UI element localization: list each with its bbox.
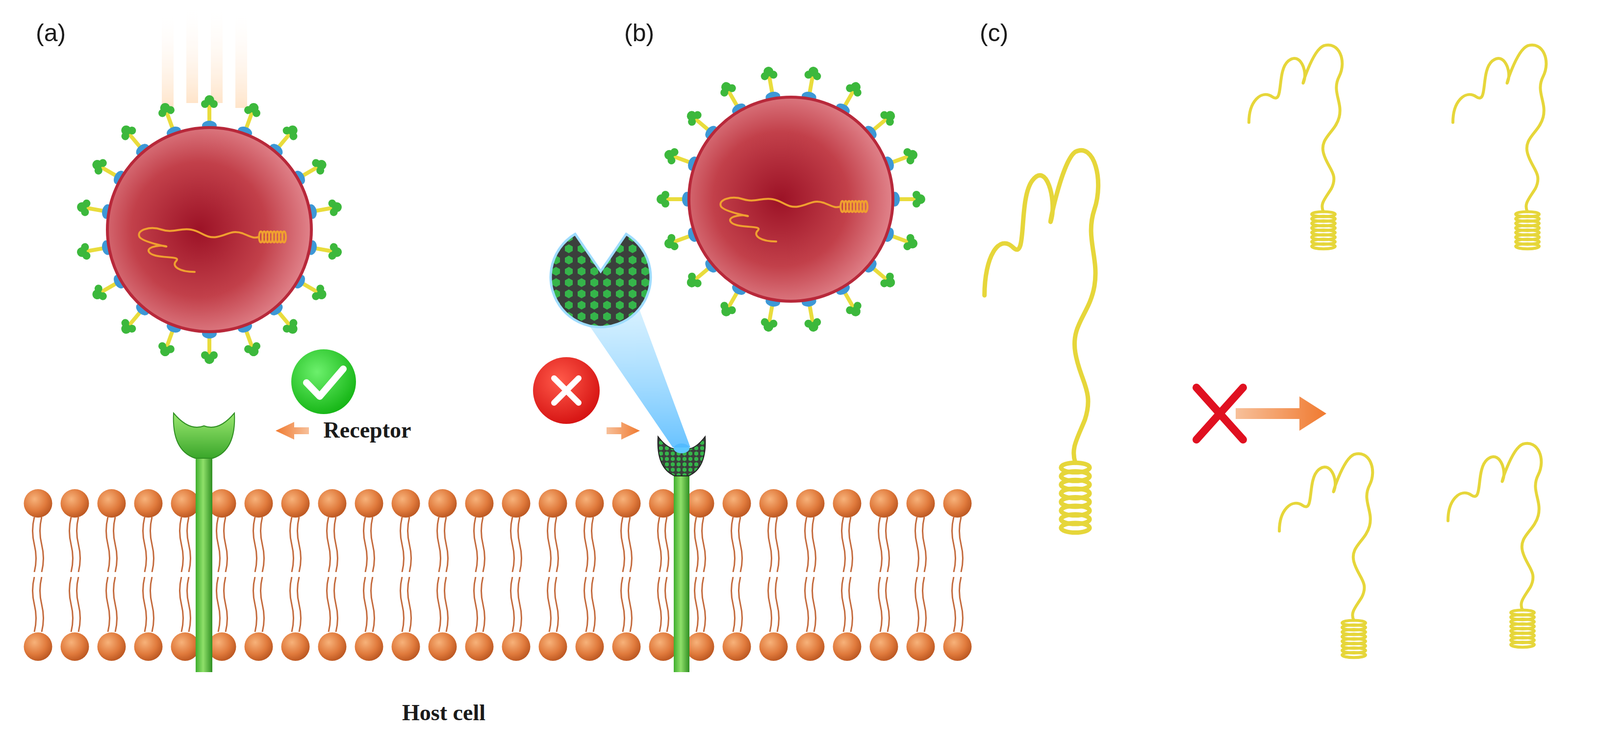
receptor-a bbox=[173, 412, 235, 672]
rna-strand-intact bbox=[984, 150, 1099, 533]
panel-letter: (c) bbox=[979, 19, 1009, 47]
receptor-b bbox=[658, 436, 706, 672]
receptor-label: Receptor bbox=[323, 417, 412, 443]
rna-copies bbox=[1248, 45, 1547, 658]
panel-letter: (b) bbox=[624, 19, 655, 47]
light-rays bbox=[161, 4, 248, 108]
lipid-bilayer bbox=[19, 488, 976, 661]
blocked-replication bbox=[1196, 387, 1327, 440]
check-icon bbox=[291, 349, 356, 414]
virus-b bbox=[656, 65, 926, 333]
panel-letter: (a) bbox=[35, 19, 66, 47]
cross-icon bbox=[533, 356, 600, 424]
virus-a bbox=[75, 95, 344, 364]
host-cell-label: Host cell bbox=[402, 700, 486, 726]
